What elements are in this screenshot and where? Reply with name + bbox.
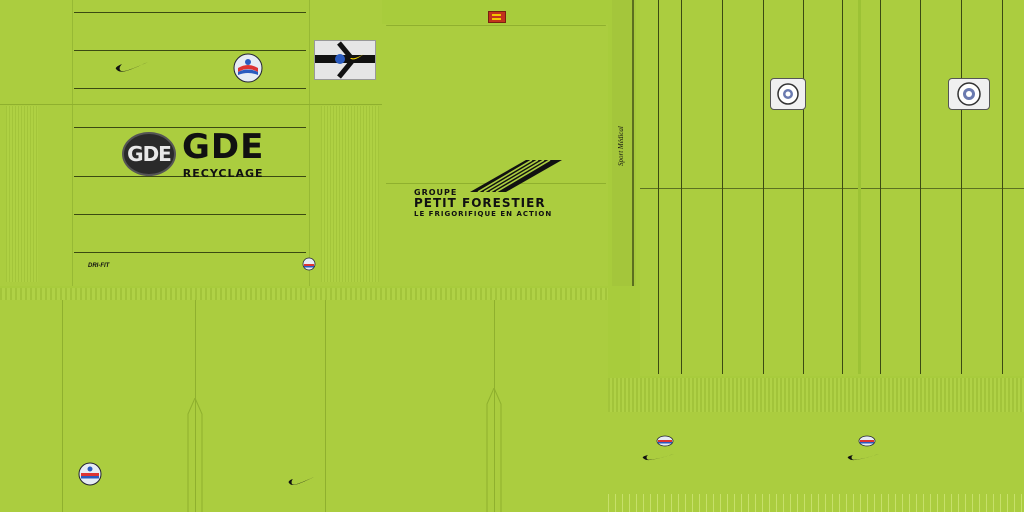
sleeve-pinstripe-4	[763, 0, 764, 374]
petit-forestier-sponsor: GROUPE PETIT FORESTIER LE FRIGORIFIQUE E…	[414, 188, 574, 218]
sleeve-cross-seam	[640, 188, 1024, 189]
petit-forestier-prefix: GROUPE	[414, 188, 458, 197]
gde-sponsor-logo: GDE GDE RECYCLAGE	[122, 127, 264, 180]
shorts-vent-left	[187, 398, 203, 512]
shorts-seam-1	[62, 300, 63, 512]
collar-divider-left	[72, 0, 73, 286]
collar-swoosh-icon	[350, 54, 364, 60]
gde-logo-badge: GDE	[122, 131, 176, 176]
back-yoke-top	[386, 25, 606, 26]
front-stripe-6	[74, 214, 306, 215]
shirt-back-panel	[382, 24, 608, 286]
shorts-panel	[0, 300, 608, 512]
shorts-seam-3	[325, 300, 326, 512]
sleeve-pinstripe-10	[1002, 0, 1003, 374]
vertical-sponsor-text: Sport Médical	[617, 126, 625, 166]
gde-sponsor-tagline: RECYCLAGE	[182, 167, 264, 180]
side-mesh-right	[321, 106, 379, 282]
waist-line	[0, 104, 382, 105]
dri-fit-label: DRI-FIT	[88, 263, 110, 269]
socks-panel	[608, 412, 1024, 494]
collar-divider-right	[309, 0, 310, 286]
petit-forestier-name: PETIT FORESTIER	[414, 196, 546, 210]
shorts-seam-4	[494, 300, 495, 512]
sleeve-pinstripe-3	[722, 0, 723, 374]
ligue1-badge-right-icon	[948, 78, 990, 110]
petit-forestier-logo-icon	[470, 159, 562, 193]
collar-tag	[314, 40, 376, 80]
nike-swoosh-icon	[115, 62, 148, 72]
sock-cuff	[608, 378, 1024, 412]
hem-crest-icon	[302, 257, 316, 276]
sock-crest-right-icon	[858, 434, 876, 452]
shorts-seam-2	[195, 300, 196, 512]
shorts-swoosh-icon	[288, 477, 314, 485]
sock-swoosh-right-icon	[847, 454, 879, 461]
sleeve-pinstripe-1	[658, 0, 659, 374]
front-stripe-3	[74, 88, 306, 89]
ligue1-badge-icon	[770, 78, 806, 110]
gde-sponsor-name: GDE	[182, 127, 265, 167]
front-stripe-4	[74, 127, 306, 128]
shorts-crest-icon	[78, 462, 102, 491]
sock-crest-left-icon	[656, 434, 674, 452]
front-stripe-1	[74, 12, 306, 13]
sleeve-pinstripe-8	[920, 0, 921, 374]
front-stripe-5	[74, 176, 306, 177]
front-stripe-7	[74, 252, 306, 253]
sleeve-pinstripe-9	[961, 0, 962, 374]
club-crest-icon	[232, 52, 264, 84]
sleeve-pinstripe-2	[681, 0, 682, 374]
sleeve-center-band	[858, 0, 861, 374]
sleeve-pinstripe-7	[880, 0, 881, 374]
side-mesh-left	[6, 106, 38, 282]
sleeve-pinstripe-5	[803, 0, 804, 374]
shorts-waistband	[0, 288, 608, 300]
sock-foot-strip	[608, 494, 1024, 512]
sleeve-pinstripe-6	[842, 0, 843, 374]
normandy-flag-icon	[488, 11, 506, 23]
sleeve-strip-edge	[632, 0, 634, 286]
sock-swoosh-left-icon	[642, 454, 674, 461]
front-stripe-2	[74, 50, 306, 51]
petit-forestier-tagline: LE FRIGORIFIQUE EN ACTION	[414, 210, 553, 218]
shorts-vent-right	[486, 388, 502, 512]
